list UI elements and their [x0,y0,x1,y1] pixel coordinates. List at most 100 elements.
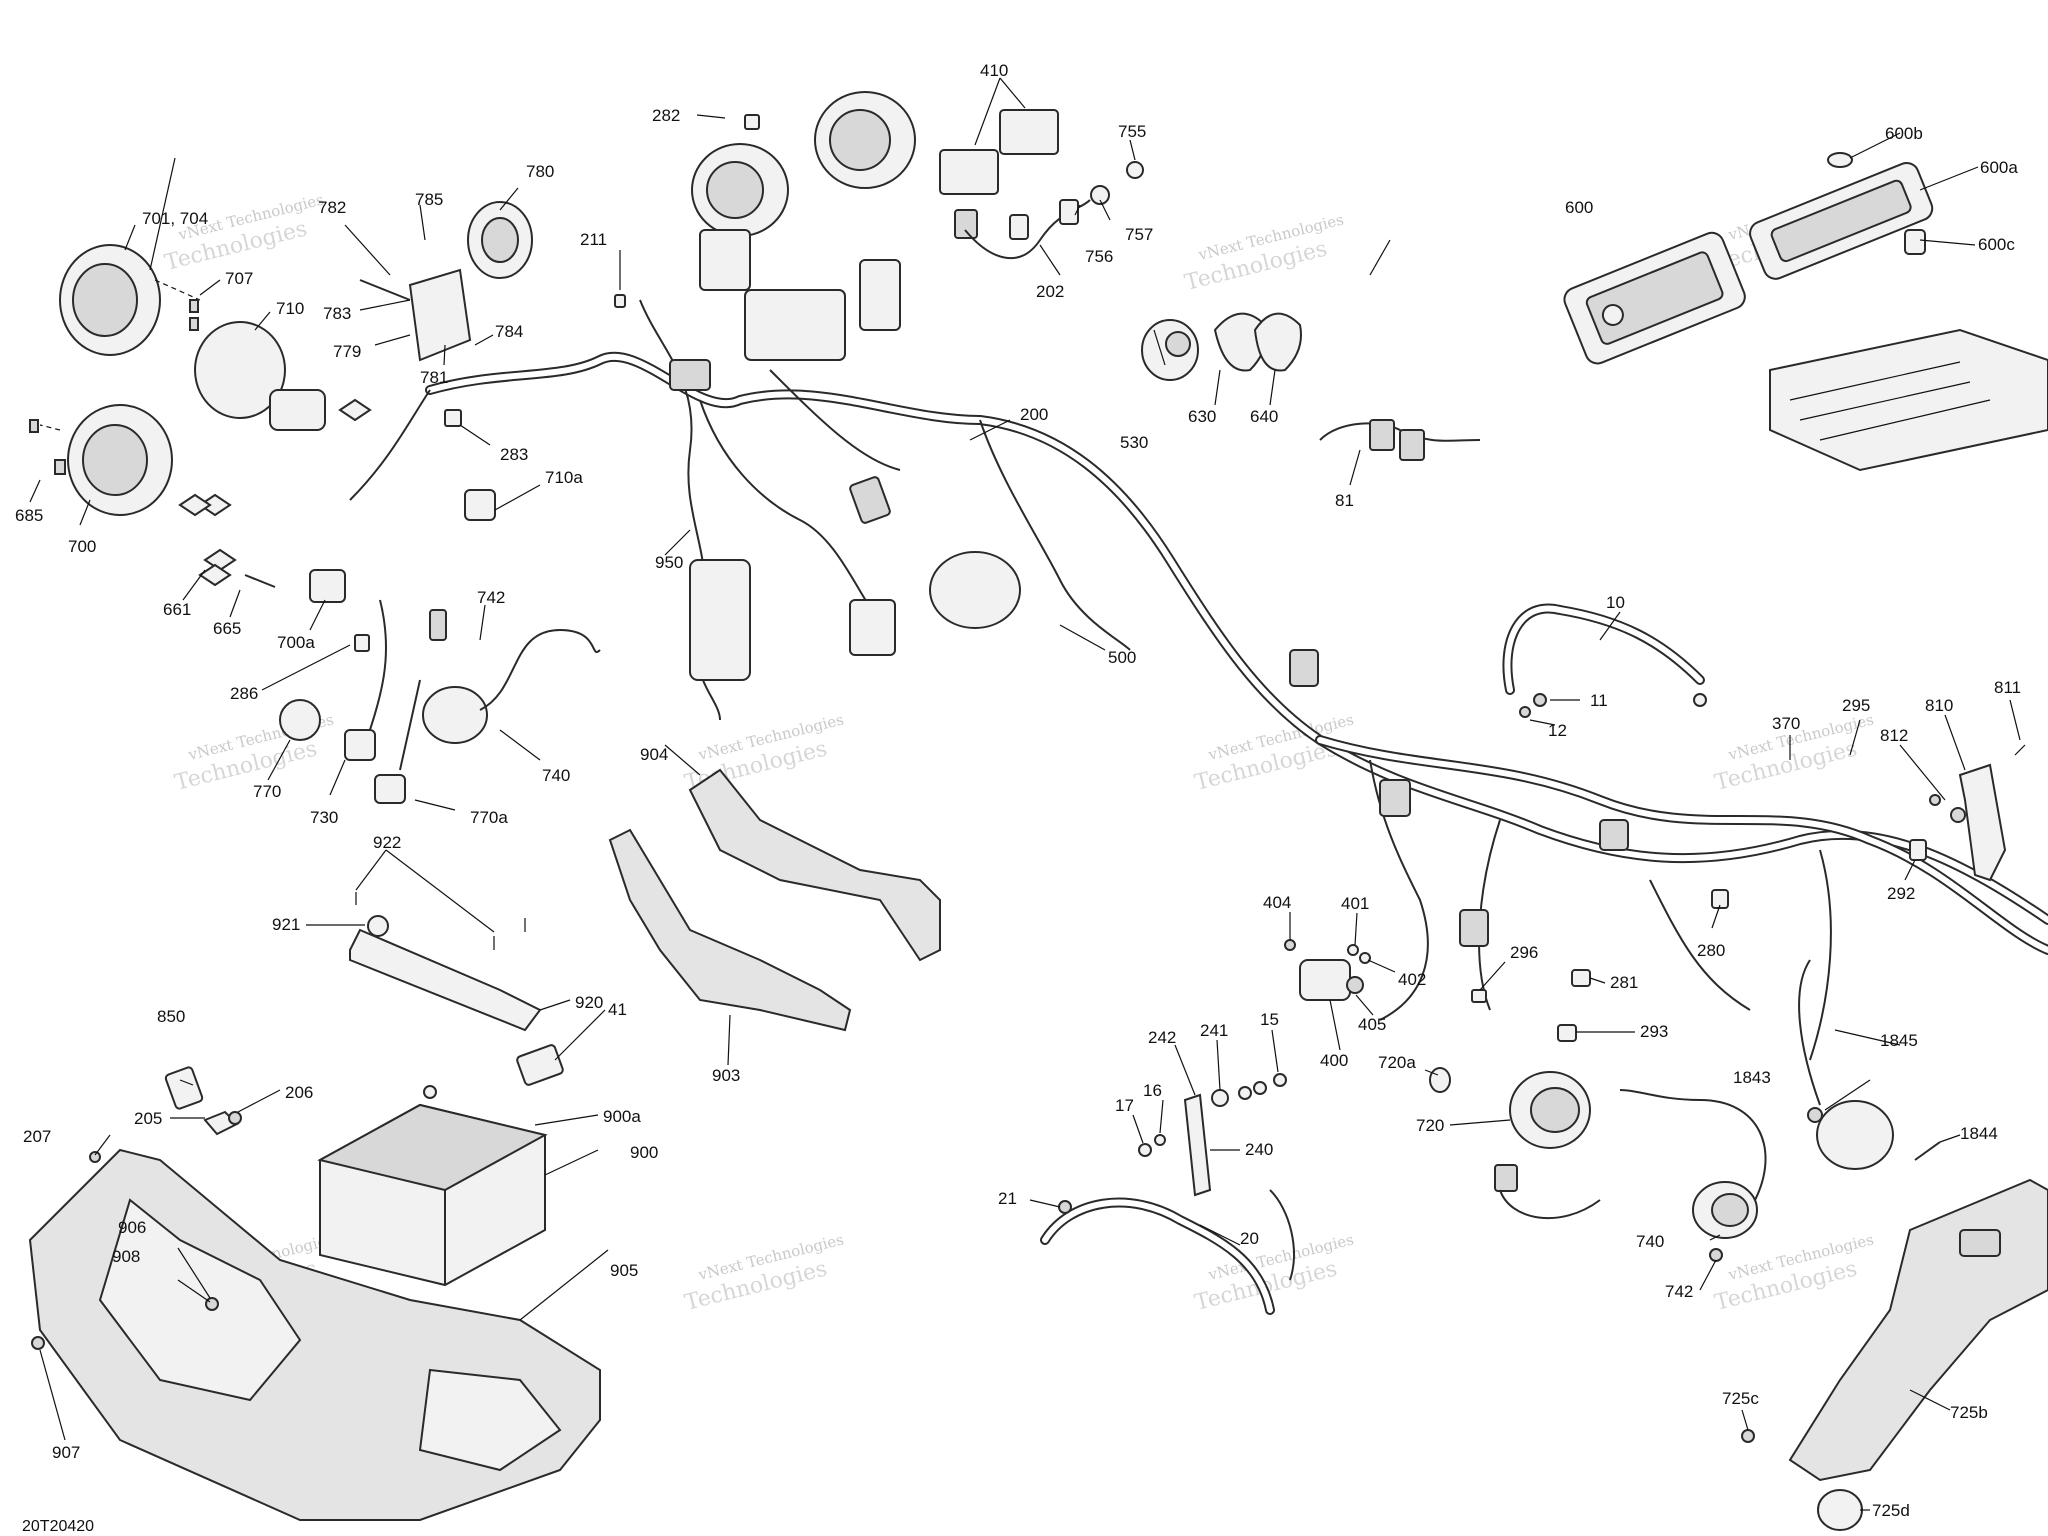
gauge-face [706,161,764,219]
washer-16 [1154,1134,1166,1146]
callout-770a: 770a [470,808,508,827]
sub-harness-81 [1319,419,1481,461]
callout-640: 640 [1250,407,1278,426]
harness-connector [849,476,891,524]
harness-connector [1379,779,1411,817]
lamp-connector [429,609,447,641]
clip-286 [354,634,370,652]
motor-assembly-500 [929,551,1021,629]
headlight-lens [82,424,148,496]
callout-700a: 700a [277,633,315,652]
callout-281: 281 [1610,973,1638,992]
harness-connector [1459,909,1489,947]
diagram-code: 20T20420 [22,1518,94,1535]
battery-cover-41 [516,1044,564,1086]
screw [54,459,66,475]
headlight-socket [269,389,326,431]
socket-730 [344,729,376,761]
clip-280 [1711,889,1729,909]
callout-402: 402 [1398,970,1426,989]
callout-410: 410 [980,61,1008,80]
nut-17 [1138,1143,1152,1157]
callout-600: 600 [1565,198,1593,217]
fuse-box-plug [1601,303,1624,326]
callout-400: 400 [1320,1051,1348,1070]
harness-connector [1599,819,1629,851]
callout-600c: 600c [1978,235,2015,254]
battery-terminals [164,1066,242,1136]
grommet-207 [89,1151,101,1163]
callout-904: 904 [640,745,668,764]
solenoid-body [1299,959,1351,1001]
clip-211 [614,294,626,308]
relay [939,149,999,195]
callout-783: 783 [323,304,351,323]
callout-630: 630 [1188,407,1216,426]
nut-812 [1929,794,1941,806]
grommet-907 [31,1336,45,1350]
callout-labels: 282 410 755 757 756 202 211 200 530 630 … [15,61,2021,1535]
wing-nut [178,493,212,517]
callout-20: 20 [1240,1229,1259,1248]
callout-500: 500 [1108,648,1136,667]
connector-1843 [1807,1107,1823,1123]
bracket-725b [1741,1178,2048,1531]
callout-907: 907 [52,1443,80,1462]
callout-710a: 710a [545,468,583,487]
relay-connector [954,209,978,239]
headlight-group [39,244,326,516]
screw [189,299,199,313]
callout-785: 785 [415,190,443,209]
callout-757: 757 [1125,225,1153,244]
callout-782: 782 [318,198,346,217]
callout-784: 784 [495,322,523,341]
callout-370: 370 [1772,714,1800,733]
module-bracket [699,229,751,291]
relay-group-410 [939,109,1059,239]
instrument-assembly [669,91,1021,681]
callout-920: 920 [575,993,603,1012]
nut-812 [1950,807,1966,823]
bolt-15 [1273,1073,1287,1087]
callout-707: 707 [225,269,253,288]
callout-283: 283 [500,445,528,464]
callout-296: 296 [1510,943,1538,962]
callout-600b: 600b [1885,124,1923,143]
callout-241: 241 [1200,1021,1228,1040]
fuse-box-clip [1904,229,1926,255]
callout-742-right: 742 [1665,1282,1693,1301]
small-hardware-left [29,114,760,652]
horn-bracket [408,268,472,362]
fuse [1059,199,1079,225]
callout-685: 685 [15,506,43,525]
fuse-box-gasket-inner [1770,179,1912,263]
callout-720: 720 [1416,1116,1444,1135]
cable-20 [1040,1189,1295,1315]
sub-harness-connector [1399,429,1425,461]
key-slot [1165,331,1191,357]
callout-1845: 1845 [1880,1031,1918,1050]
callout-710: 710 [276,299,304,318]
lamp-lens [1711,1193,1749,1227]
cable-10 [1502,603,1707,718]
clip-group-right [1471,889,1729,1042]
battery-900 [317,1044,564,1287]
solenoid-400 [1284,939,1371,1001]
callout-206: 206 [285,1083,313,1102]
throttle-body-module [689,559,751,681]
callout-17: 17 [1115,1096,1134,1115]
nut-206 [228,1111,242,1125]
clip-296 [1471,989,1487,1003]
module-1845 [1798,959,1941,1170]
battery-tray-905 [28,1148,601,1521]
connector-block [669,359,711,391]
callout-905: 905 [610,1261,638,1280]
callout-742: 742 [477,588,505,607]
callout-740-right: 740 [1636,1232,1664,1251]
harness-connector [1289,649,1319,687]
callout-755: 755 [1118,122,1146,141]
callout-908: 908 [112,1247,140,1266]
lamp-lens [1530,1087,1580,1133]
sub-harness-connector [1369,419,1395,451]
callout-779: 779 [333,342,361,361]
